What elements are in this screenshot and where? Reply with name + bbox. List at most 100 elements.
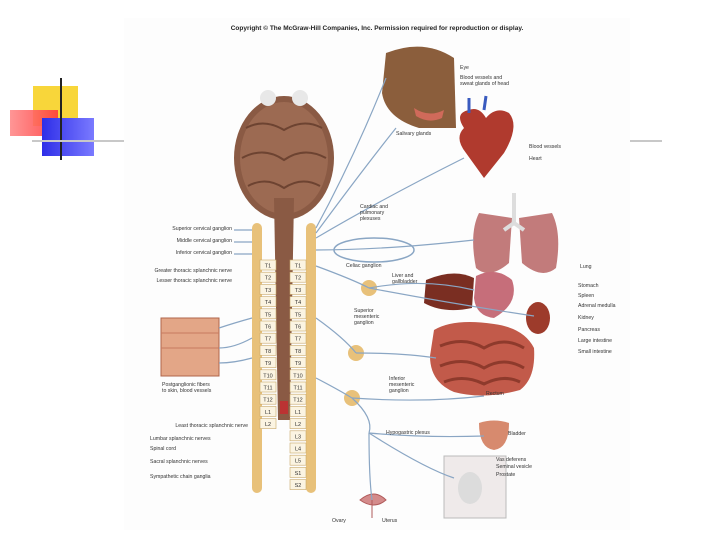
- head: [382, 46, 456, 128]
- nerve-fiber-4: [315, 265, 370, 289]
- vertebra-left-T11-box: [259, 381, 277, 393]
- vertebra-left-T4-box: [259, 296, 277, 307]
- liver: [424, 273, 474, 311]
- label-spinal-cord: Spinal cord: [150, 446, 176, 452]
- stomach: [474, 271, 514, 318]
- deco-blue-square: [42, 118, 94, 156]
- vertebra-right-S2: S2: [295, 483, 302, 489]
- nerve-fiber-12: [368, 432, 485, 438]
- bladder: [479, 420, 509, 450]
- vertebra-right-T7: T7: [295, 337, 301, 343]
- vertebra-right-T9: T9: [295, 361, 301, 367]
- vertebra-left-T9-box: [259, 357, 277, 368]
- vertebra-left-T4: T4: [265, 300, 271, 306]
- vertebra-left-T2-box: [259, 271, 277, 283]
- vertebra-left-T10: T10: [263, 373, 272, 379]
- vertebra-left-T5-box: [259, 308, 277, 320]
- uterus-organ: [359, 493, 387, 518]
- label-postganglionic-fibers: Postganglionic fibers to skin, blood ves…: [162, 382, 212, 394]
- vertebra-right-L4-box: [289, 442, 307, 454]
- vertebra-right-L5: L5: [295, 459, 301, 465]
- nerve-fiber-11: [351, 397, 371, 434]
- vertebra-right-L4: L4: [295, 447, 301, 453]
- vertebra-right-T8-box: [289, 345, 307, 356]
- vertebra-right-S1: S1: [295, 471, 302, 477]
- label-greater-thoracic-splanchnic: Greater thoracic splanchnic nerve: [154, 268, 232, 274]
- label-seminal-vesicle: Seminal vesicle: [496, 464, 533, 470]
- label-blood-vessels: Blood vessels: [529, 144, 562, 150]
- label-superior-cervical-ganglion: Superior cervical ganglion: [172, 226, 232, 232]
- vertebra-right-L2-box: [289, 418, 307, 429]
- label-liver-gallbladder: Liver and gallbladder: [392, 273, 418, 285]
- vertebra-left-L2-box: [259, 418, 277, 429]
- nerve-fiber-13: [368, 432, 373, 501]
- vertebra-left-T3-box: [259, 284, 277, 295]
- nerve-fiber-2: [315, 157, 465, 239]
- label-uterus: Uterus: [382, 518, 398, 524]
- vertebra-left-T1-box: [259, 259, 277, 271]
- vertebra-left-T12-box: [259, 393, 277, 405]
- vertebra-right-T3: T3: [295, 288, 301, 294]
- label-adrenal-medulla: Adrenal medulla: [578, 303, 616, 309]
- lungs: [473, 213, 512, 273]
- vertebra-left-T6: T6: [265, 325, 271, 331]
- label-vas-deferens: Vas deferens: [496, 457, 527, 463]
- vertebra-right-T3-box: [289, 284, 307, 295]
- vertebra-right-T2: T2: [295, 276, 301, 282]
- vertebra-left-T1: T1: [265, 264, 271, 270]
- label-large-intestine: Large intestine: [578, 338, 613, 344]
- label-celiac-ganglion: Celiac ganglion: [346, 263, 382, 269]
- vertebra-right-L1: L1: [295, 410, 301, 416]
- nerve-fiber-6: [368, 287, 535, 317]
- vertebra-right-T7-box: [289, 332, 307, 344]
- vertebra-right-S2-box: [289, 479, 307, 490]
- deco-vertical-line: [60, 78, 62, 160]
- vertebra-right-T1: T1: [295, 264, 301, 270]
- vertebra-right-T1-box: [289, 259, 307, 271]
- vertebra-right-T6-box: [289, 320, 307, 332]
- nerve-fiber-1: [315, 127, 397, 234]
- vertebra-right-L1-box: [289, 406, 307, 417]
- vertebra-left-T10-box: [259, 369, 277, 381]
- label-eye: Eye: [460, 65, 469, 71]
- label-salivary-glands: Salivary glands: [396, 131, 432, 137]
- vertebra-left-T11: T11: [263, 386, 272, 392]
- vertebra-right-L2: L2: [295, 422, 301, 428]
- left-eyeball: [260, 90, 276, 106]
- vertebra-left-L1: L1: [265, 410, 271, 416]
- vertebra-right-T4-box: [289, 296, 307, 307]
- label-rectum: Rectum: [486, 391, 504, 397]
- vertebra-right-T10: T10: [293, 373, 302, 379]
- label-bladder: Bladder: [508, 431, 526, 437]
- vertebra-left-T12: T12: [263, 398, 272, 404]
- label-heart: Heart: [529, 156, 542, 162]
- vertebra-right-T12: T12: [293, 398, 302, 404]
- skin-section: [160, 317, 220, 377]
- vertebra-right-T8: T8: [295, 349, 301, 355]
- heart: [459, 109, 514, 178]
- vertebra-right-T11-box: [289, 381, 307, 393]
- vertebra-left-T3: T3: [265, 288, 271, 294]
- label-inferior-cervical-ganglion: Inferior cervical ganglion: [175, 250, 232, 256]
- vertebra-left-T9: T9: [265, 361, 271, 367]
- vertebra-right-T12-box: [289, 393, 307, 405]
- vertebra-left-T2: T2: [265, 276, 271, 282]
- sympathetic-nervous-system-figure: Copyright © The McGraw-Hill Companies, I…: [124, 18, 630, 530]
- nerve-fiber-16: [218, 357, 253, 364]
- nerve-fiber-0: [315, 77, 387, 229]
- label-lesser-thoracic-splanchnic: Lesser thoracic splanchnic nerve: [156, 278, 232, 284]
- vertebra-right-T4: T4: [295, 300, 301, 306]
- nerve-fiber-5: [368, 282, 475, 291]
- vertebra-right-T6: T6: [295, 325, 301, 331]
- label-cardiac-pulmonary-plexuses: Cardiac and pulmonary plexuses: [360, 204, 388, 222]
- vertebra-right-T2-box: [289, 271, 307, 283]
- label-pancreas: Pancreas: [578, 327, 600, 333]
- label-inferior-mesenteric-ganglion: Inferior mesenteric ganglion: [389, 376, 415, 394]
- vertebra-right-L5-box: [289, 454, 307, 466]
- vertebra-right-L3-box: [289, 430, 307, 442]
- right-eyeball: [292, 90, 308, 106]
- nerve-fiber-3: [315, 239, 475, 251]
- vertebra-right-L3: L3: [295, 434, 301, 440]
- label-blood-vessels-head: Blood vessels and sweat glands of head: [460, 75, 510, 87]
- vertebra-right-T9-box: [289, 357, 307, 368]
